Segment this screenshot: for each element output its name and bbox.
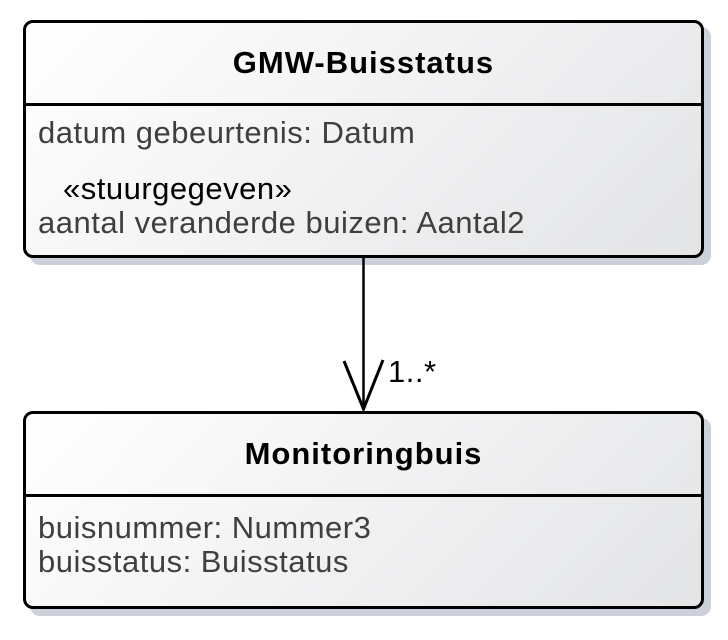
- class-attribute: buisnummer: Nummer3: [38, 510, 372, 545]
- class-attribute: aantal veranderde buizen: Aantal2: [38, 205, 526, 240]
- class-attribute: buisstatus: Buisstatus: [38, 544, 349, 579]
- class-title: Monitoringbuis: [244, 436, 483, 471]
- stereotype-label: «stuurgegeven»: [63, 171, 293, 206]
- class-attribute: datum gebeurtenis: Datum: [38, 115, 416, 150]
- class-attribute-compartment: datum gebeurtenis: Datum «stuurgegeven» …: [26, 106, 701, 240]
- multiplicity-label: 1..*: [388, 354, 437, 389]
- open-arrowhead-icon: [342, 359, 385, 414]
- class-attribute-compartment: buisnummer: Nummer3 buisstatus: Buisstat…: [26, 497, 701, 579]
- class-title: GMW-Buisstatus: [232, 45, 495, 80]
- class-box-monitoringbuis[interactable]: Monitoringbuis buisnummer: Nummer3 buiss…: [23, 411, 704, 609]
- class-box-gmw-buisstatus[interactable]: GMW-Buisstatus datum gebeurtenis: Datum …: [23, 20, 704, 258]
- class-header: GMW-Buisstatus: [26, 23, 701, 106]
- class-header: Monitoringbuis: [26, 414, 701, 497]
